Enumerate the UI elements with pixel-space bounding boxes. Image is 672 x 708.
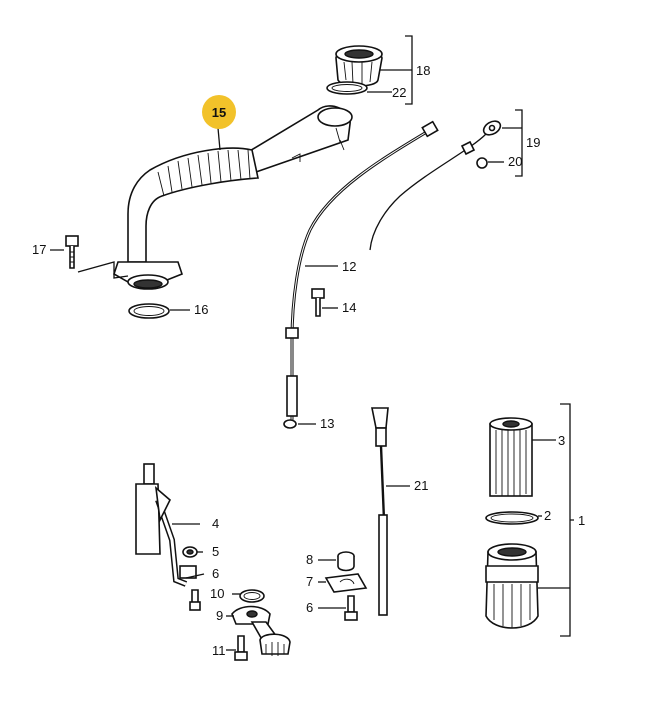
cap-nut-8[interactable] — [337, 551, 355, 572]
rod-21[interactable] — [371, 407, 389, 616]
callout-10: 10 — [210, 586, 224, 601]
pickup-9[interactable] — [231, 605, 291, 657]
callout-19: 19 — [526, 135, 540, 150]
callout-9: 9 — [216, 608, 223, 623]
callout-1: 1 — [578, 513, 585, 528]
callout-15: 15 — [212, 105, 226, 120]
filter-housing[interactable] — [485, 543, 539, 629]
callout-8: 8 — [306, 552, 313, 567]
washer-13[interactable] — [283, 419, 297, 429]
callout-12: 12 — [342, 259, 356, 274]
dipstick[interactable] — [369, 118, 503, 251]
callout-3: 3 — [558, 433, 565, 448]
bolt-6a[interactable] — [189, 589, 201, 611]
callout-16: 16 — [194, 302, 208, 317]
callout-11: 11 — [212, 643, 226, 658]
callout-2: 2 — [544, 508, 551, 523]
bracket-7[interactable] — [324, 573, 368, 593]
filter-seal[interactable] — [485, 511, 539, 525]
filter-element[interactable] — [489, 417, 533, 497]
callout-20: 20 — [508, 154, 522, 169]
dipstick-tube[interactable] — [285, 120, 439, 420]
nut-5[interactable] — [182, 546, 198, 558]
callout-14: 14 — [342, 300, 356, 315]
callout-6a: 6 — [212, 566, 219, 581]
bolt-17[interactable] — [65, 235, 79, 269]
filler-cap[interactable] — [335, 45, 383, 87]
callout-21: 21 — [414, 478, 428, 493]
callout-17: 17 — [32, 242, 46, 257]
bolt-6b[interactable] — [344, 595, 358, 621]
breather-4[interactable] — [135, 463, 197, 587]
callout-22: 22 — [392, 85, 406, 100]
callout-5: 5 — [212, 544, 219, 559]
filler-pipe[interactable] — [113, 105, 353, 290]
callout-4: 4 — [212, 516, 219, 531]
gasket-10[interactable] — [239, 589, 265, 603]
filler-seal[interactable] — [326, 81, 368, 95]
bolt-11[interactable] — [234, 635, 248, 661]
callout-6b: 6 — [306, 600, 313, 615]
callout-13: 13 — [320, 416, 334, 431]
oring-20[interactable] — [476, 157, 488, 169]
callout-18: 18 — [416, 63, 430, 78]
callout-7: 7 — [306, 574, 313, 589]
bolt-14[interactable] — [311, 288, 325, 317]
gasket-16[interactable] — [128, 303, 170, 319]
highlight-badge — [202, 95, 236, 129]
